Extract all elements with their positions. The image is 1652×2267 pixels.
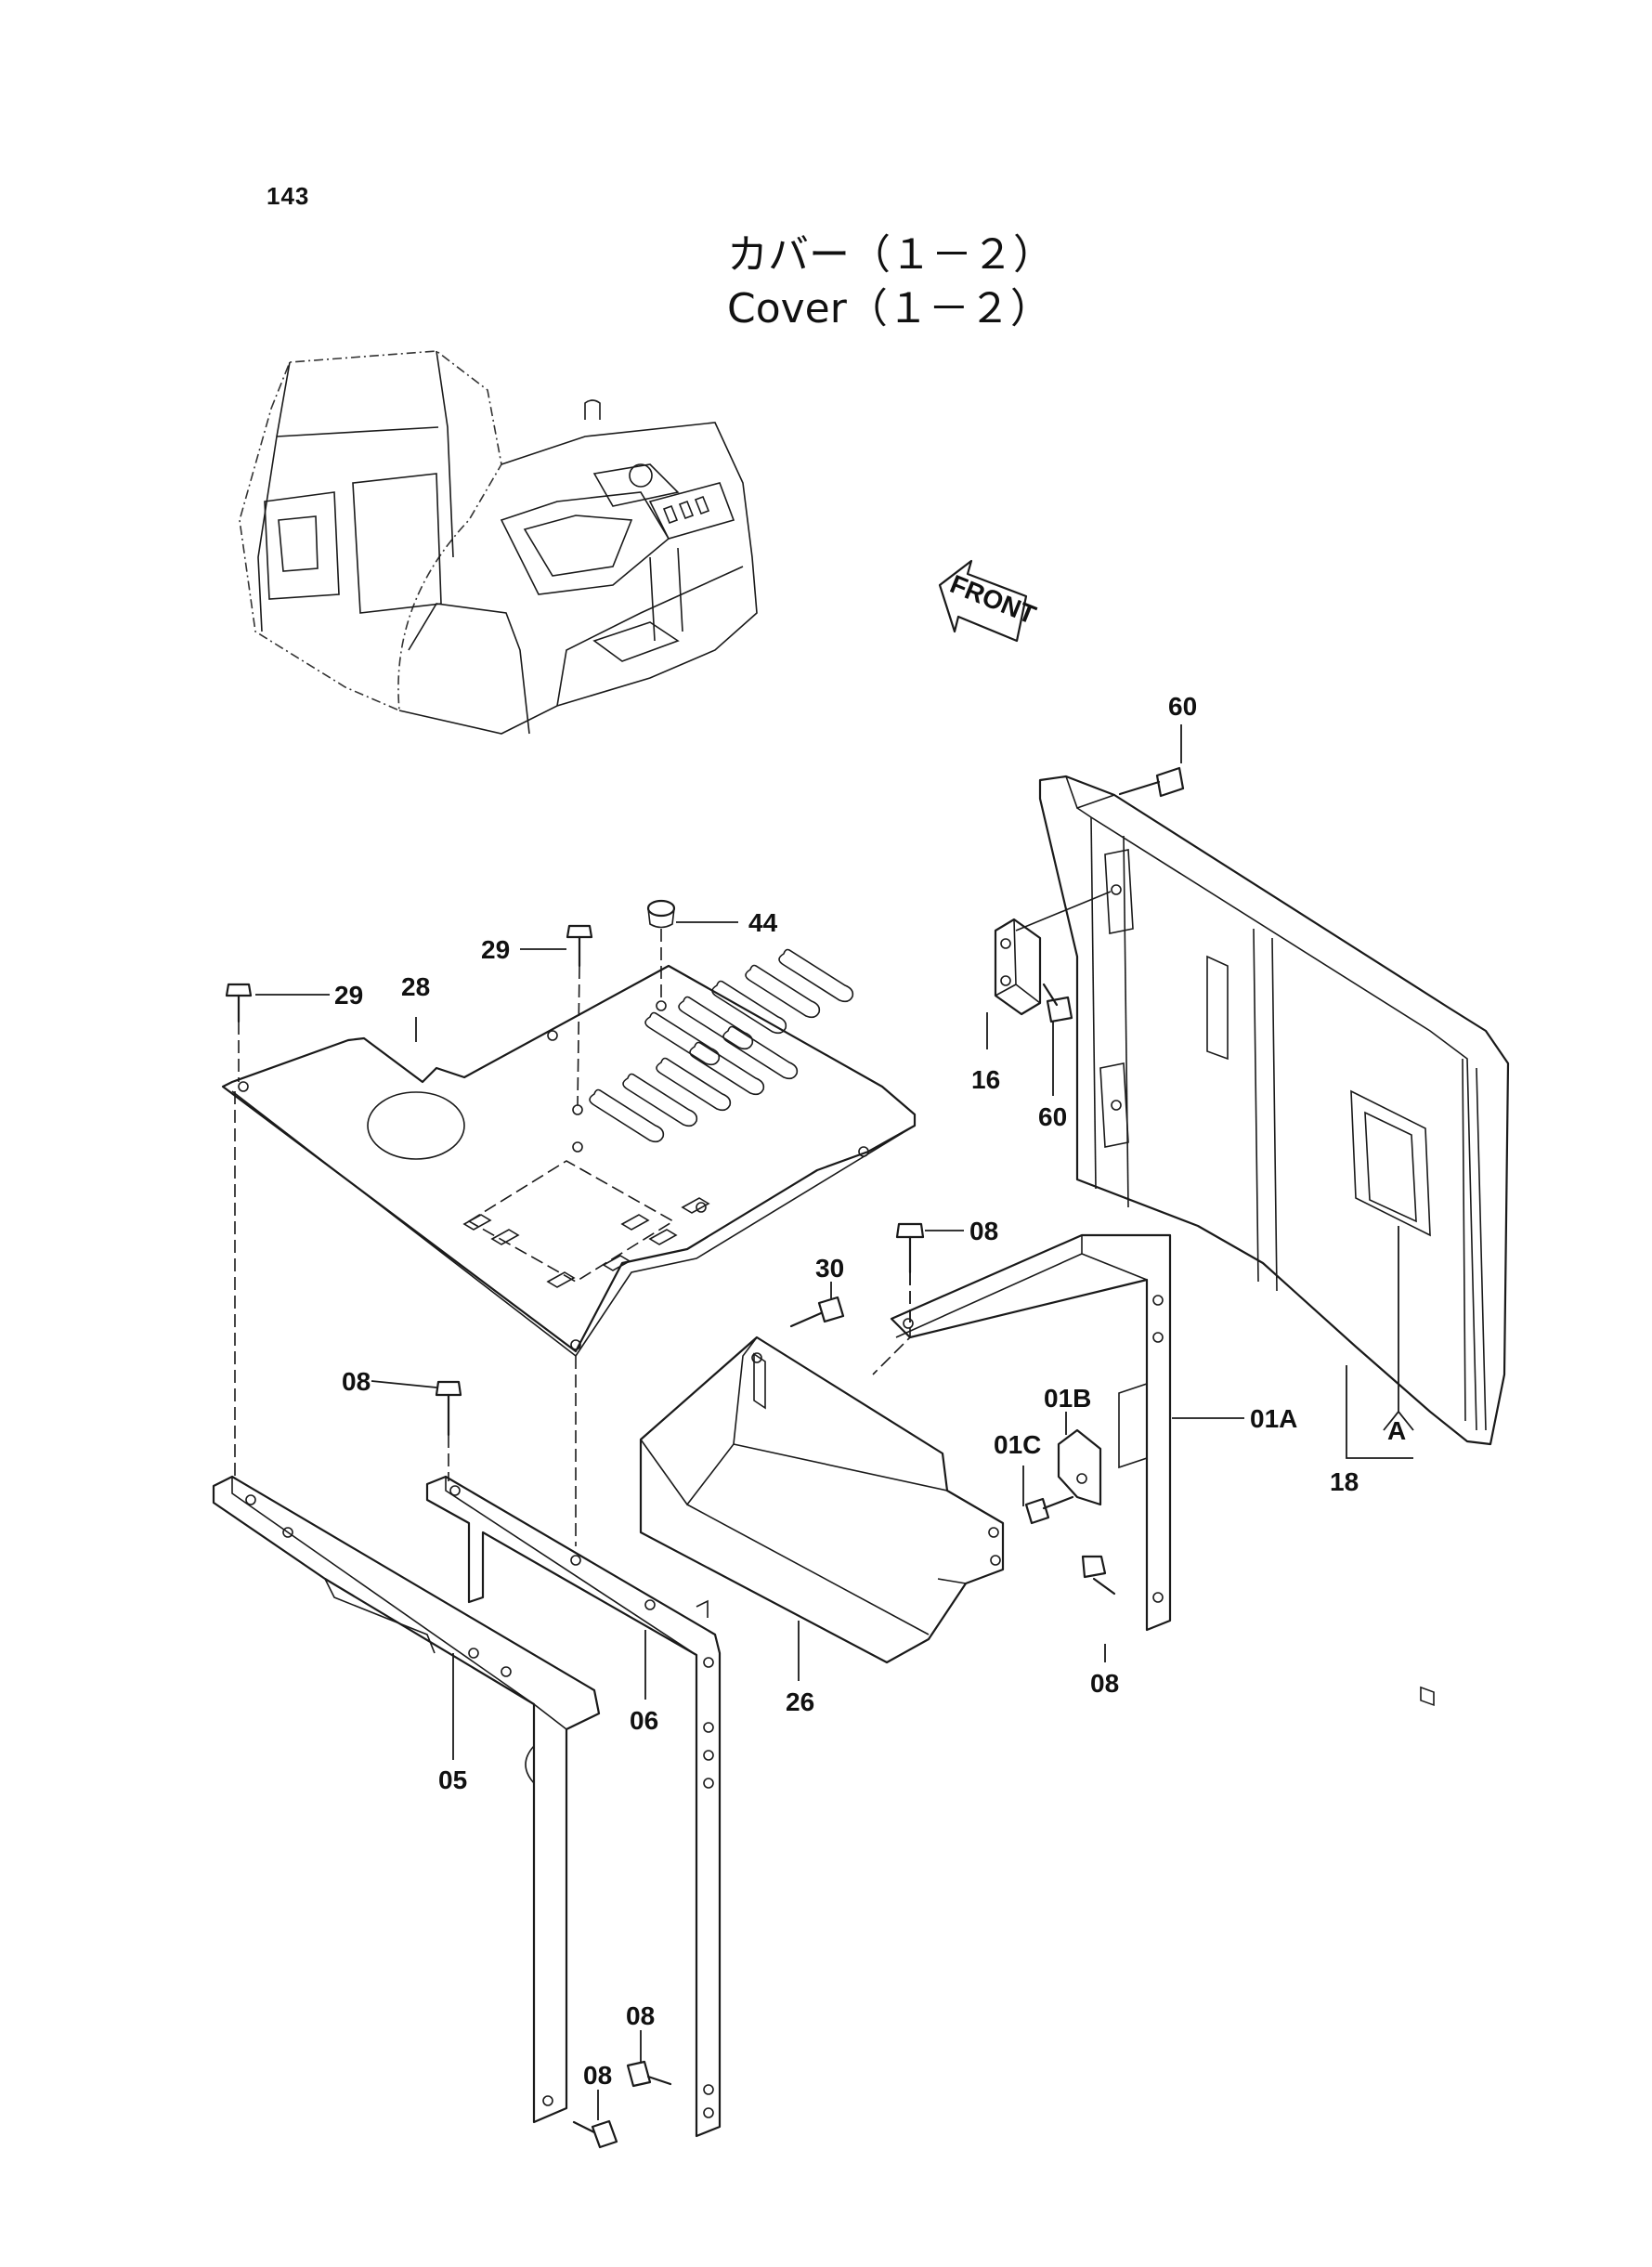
side-door-panel xyxy=(1038,775,1510,1707)
callout-label: 26 xyxy=(786,1687,814,1716)
support-frame-01a xyxy=(890,1233,1172,1632)
callout-label: 05 xyxy=(438,1765,467,1794)
grommet-44 xyxy=(646,899,676,1003)
callout-label: 60 xyxy=(1038,1102,1067,1131)
bolt-08-upper xyxy=(895,1222,925,1323)
callout-label: 29 xyxy=(334,981,363,1010)
callout-label: 44 xyxy=(748,908,778,937)
diagram-title-english: Cover（１－２） xyxy=(727,285,1051,332)
callout-label: 30 xyxy=(815,1254,844,1283)
callout-label: 06 xyxy=(630,1706,658,1735)
bolt-08-bottom-right xyxy=(626,2060,672,2088)
diagram-title-japanese: カバー（１－２） xyxy=(727,231,1054,279)
bolt-29-center xyxy=(566,924,593,1106)
callout-label: 08 xyxy=(1090,1669,1119,1698)
callout-label: A xyxy=(1387,1416,1406,1445)
bolt-01c xyxy=(1024,1495,1074,1525)
callout-label: 08 xyxy=(626,2001,655,2030)
bolt-29-left xyxy=(225,983,253,1082)
callout-label: 16 xyxy=(971,1065,1000,1094)
bolt-08-bottom-left xyxy=(572,2119,618,2149)
callout-label: 08 xyxy=(969,1217,998,1245)
machine-overview xyxy=(239,350,758,735)
bracket-01b xyxy=(1057,1428,1102,1506)
bolt-08-right-lower xyxy=(1081,1555,1116,1596)
callout-label: 01A xyxy=(1250,1404,1297,1433)
ventilation-slots xyxy=(589,948,854,1143)
bolt-30 xyxy=(789,1296,845,1328)
callout-label: 18 xyxy=(1330,1467,1359,1496)
page-number: 143 xyxy=(267,182,310,210)
callout-label: 08 xyxy=(583,2061,612,2090)
side-frame-05 xyxy=(212,1475,601,2124)
side-frame-06 xyxy=(425,1475,722,2138)
inner-cover-bracket xyxy=(639,1335,1005,1664)
callout-label: 29 xyxy=(481,935,510,964)
top-cover-plate xyxy=(221,948,917,1358)
bolt-60-top xyxy=(1118,766,1185,798)
hinge-bracket xyxy=(994,891,1112,1016)
callout-label: 60 xyxy=(1168,692,1197,721)
leader-lines xyxy=(255,724,1414,2120)
callout-label: 08 xyxy=(342,1367,371,1396)
front-direction-arrow: FRONT xyxy=(938,559,1040,643)
callout-label: 28 xyxy=(401,972,430,1001)
bolt-08-left xyxy=(435,1380,462,1481)
callout-label: 01C xyxy=(994,1430,1041,1459)
bolt-60-lower xyxy=(1042,983,1073,1023)
callout-label: 01B xyxy=(1044,1384,1091,1413)
